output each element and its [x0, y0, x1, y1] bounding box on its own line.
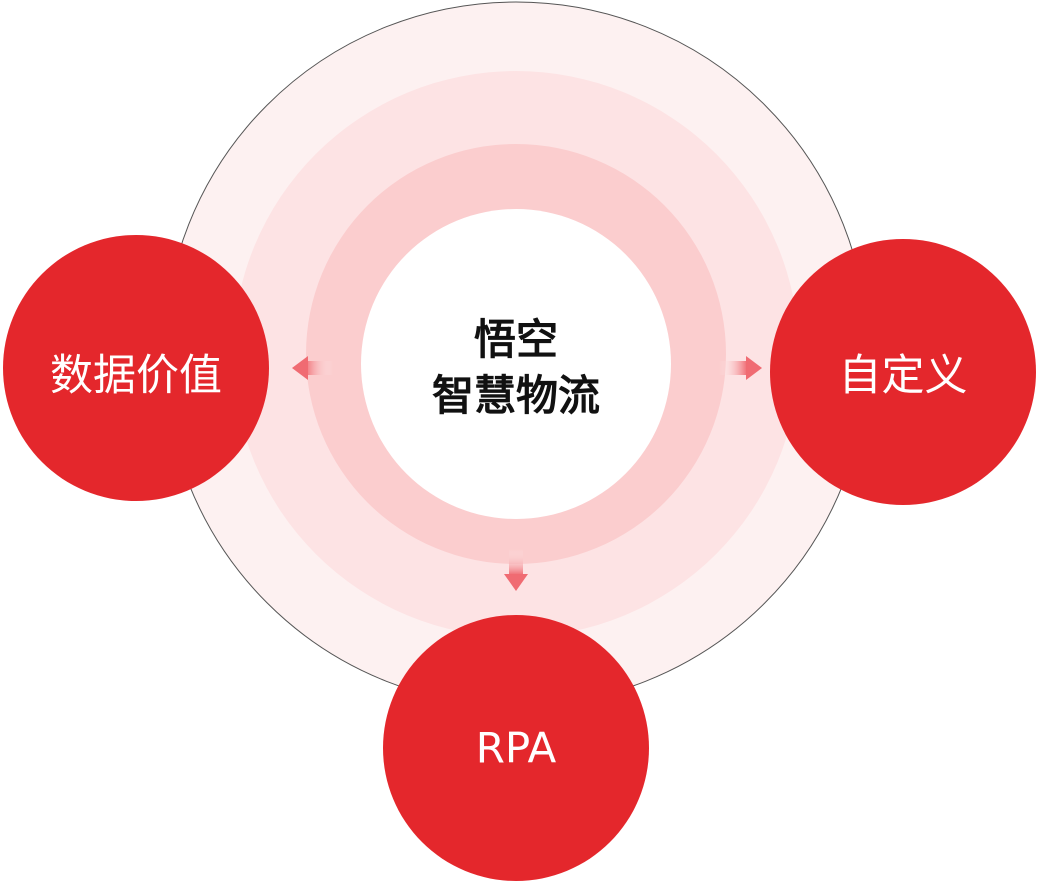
arrow-down-icon	[504, 549, 528, 591]
center-title-line1: 悟空	[473, 315, 559, 364]
node-label-data-value: 数据价值	[50, 351, 222, 401]
node-circle-left	[3, 235, 269, 501]
arrow-left-icon	[292, 356, 333, 380]
center-circle	[361, 209, 671, 519]
center-title-line2: 智慧物流	[431, 371, 601, 420]
arrow-right-icon	[719, 356, 762, 380]
node-circle-right	[770, 239, 1036, 505]
center-title: 悟空 智慧物流	[432, 312, 600, 424]
node-label-custom: 自定义	[838, 351, 968, 401]
node-circle-bottom	[383, 615, 649, 881]
node-label-rpa: RPA	[475, 723, 557, 773]
